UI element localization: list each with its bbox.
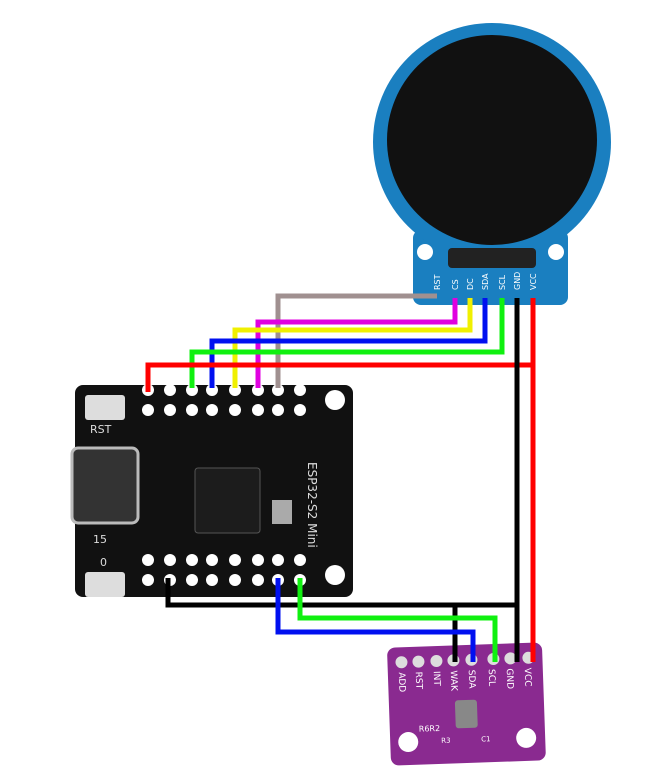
esp-pin-hole [164, 404, 176, 416]
usb-c-port [70, 446, 140, 525]
mount-hole [325, 390, 345, 410]
esp-pin-hole [252, 574, 264, 586]
wire-sda-sensor [275, 578, 476, 662]
wire-sda-display [209, 298, 488, 388]
sensor-pin-label: VCC [522, 668, 533, 687]
esp-pin-hole [252, 554, 264, 566]
display-screen [387, 35, 597, 245]
esp-pin-hole [186, 574, 198, 586]
sensor-pin-label: RST [413, 671, 424, 689]
esp-pin-hole [229, 574, 241, 586]
esp-pin-hole [252, 384, 264, 396]
rst-button[interactable] [85, 395, 125, 420]
mount-hole [516, 727, 537, 748]
display-pin-label: GND [513, 272, 522, 290]
wire-vcc-esp [145, 298, 536, 392]
wire-cs [255, 298, 458, 388]
esp-pin-hole [272, 384, 284, 396]
label-15: 15 [93, 533, 107, 546]
display-pin-label: VCC [529, 273, 538, 290]
wires [145, 293, 536, 662]
esp-pin-hole [164, 554, 176, 566]
esp-pin-hole [229, 554, 241, 566]
esp-pin-hole [186, 554, 198, 566]
display-pin-label: RST [433, 274, 442, 290]
esp-pin-hole [206, 384, 218, 396]
wire-gnd-esp [165, 578, 517, 608]
esp-pin-hole [272, 554, 284, 566]
mount-hole [417, 244, 433, 260]
esp-pin-hole [186, 404, 198, 416]
esp-pin-hole [206, 554, 218, 566]
esp-pin-hole [229, 404, 241, 416]
display-pin-label: DC [466, 278, 475, 290]
sensor-pin-label: WAK [448, 670, 459, 692]
rst-label: RST [90, 423, 112, 436]
label-0: 0 [100, 556, 107, 569]
esp-pin-hole [206, 404, 218, 416]
wire-scl-display [189, 298, 505, 388]
mount-hole [548, 244, 564, 260]
r3-label: R3 [441, 737, 451, 745]
esp-pin-hole [294, 404, 306, 416]
c1-label: C1 [481, 735, 491, 743]
display-pin-label: SDA [481, 273, 490, 290]
display-pin-label: CS [451, 279, 460, 290]
esp-pin-hole [142, 404, 154, 416]
sensor-pin-hole [430, 655, 443, 668]
crystal [272, 500, 292, 524]
esp32-s2-mini-board: RST 15 0 ESP32-S2 Mini [70, 384, 353, 597]
flex-connector [448, 248, 536, 268]
sensor-pin-hole [504, 652, 517, 665]
sensor-module: ADD RST INT WAK SDA SCL GND VCC R6R2 R3 … [387, 642, 546, 766]
sensor-pin-label: INT [431, 671, 442, 687]
esp-pin-hole [294, 384, 306, 396]
display-pin-label: SCL [498, 274, 507, 290]
esp-pin-hole [252, 404, 264, 416]
wire-dc [232, 298, 473, 388]
esp-pin-hole [272, 404, 284, 416]
esp-pin-hole [294, 554, 306, 566]
mount-hole [398, 732, 419, 753]
esp-pin-hole [142, 554, 154, 566]
mount-hole [325, 565, 345, 585]
wire-rst [275, 293, 437, 388]
sensor-pin-label: SCL [486, 669, 497, 686]
esp-pin-hole [142, 574, 154, 586]
sensor-pin-label: GND [504, 668, 515, 689]
boot-button[interactable] [85, 572, 125, 597]
esp-pin-hole [186, 384, 198, 396]
sensor-pin-hole [395, 656, 408, 669]
sensor-pin-label: ADD [396, 672, 407, 692]
r6r2-label: R6R2 [419, 724, 441, 734]
sensor-pin-hole [412, 655, 425, 668]
esp-pin-hole [206, 574, 218, 586]
sensor-chip [454, 699, 478, 729]
round-display-module: RST CS DC SDA SCL GND VCC [373, 23, 611, 305]
esp-pin-hole [229, 384, 241, 396]
esp-pin-hole [164, 384, 176, 396]
board-title: ESP32-S2 Mini [305, 462, 319, 548]
esp32-chip [194, 467, 261, 534]
sensor-pin-label: SDA [466, 670, 477, 690]
wire-scl-sensor [297, 578, 498, 662]
